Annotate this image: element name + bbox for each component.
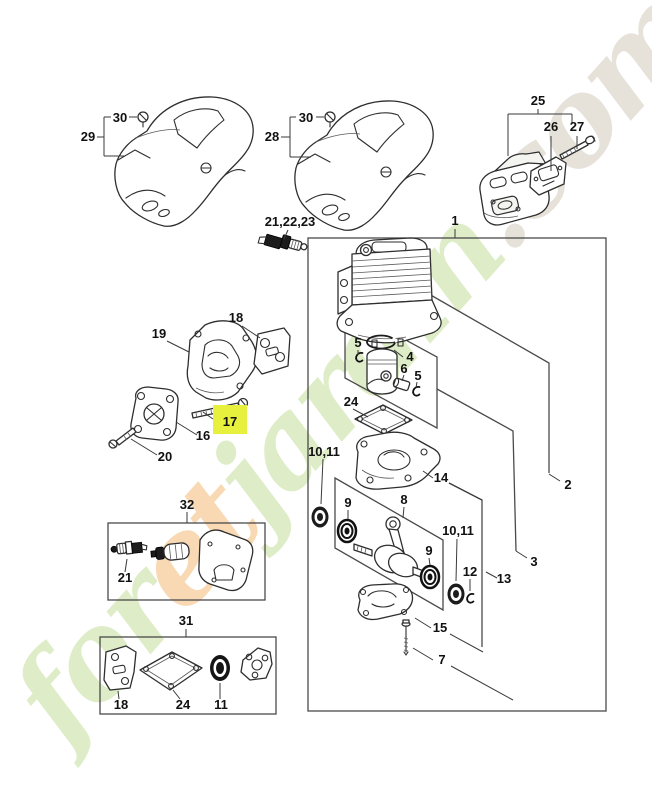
callout-18-upper[interactable]: 18 bbox=[229, 310, 243, 325]
highlight-17[interactable] bbox=[213, 405, 247, 434]
cover-screw-left bbox=[137, 111, 149, 128]
left-cluster-leaders bbox=[130, 325, 261, 456]
callout-15[interactable]: 15 bbox=[433, 620, 447, 635]
callout-10-11-left[interactable]: 10,11 bbox=[308, 444, 340, 459]
leader-21-22-23 bbox=[283, 229, 289, 240]
engine-cover-left bbox=[114, 96, 254, 227]
callout-18-box[interactable]: 18 bbox=[114, 697, 128, 712]
leader-21-box bbox=[124, 558, 128, 573]
callout-21-box[interactable]: 21 bbox=[118, 570, 132, 585]
callout-26[interactable]: 26 bbox=[544, 119, 558, 134]
gasket-18-upper bbox=[253, 327, 291, 375]
callout-29[interactable]: 29 bbox=[81, 129, 95, 144]
callout-9-left[interactable]: 9 bbox=[344, 495, 351, 510]
heat-shield-19 bbox=[186, 320, 258, 401]
callout-4[interactable]: 4 bbox=[406, 349, 414, 364]
bracket-28-lines bbox=[281, 116, 324, 158]
callout-3[interactable]: 3 bbox=[530, 554, 537, 569]
callout-2[interactable]: 2 bbox=[564, 477, 571, 492]
wrist-pin-6 bbox=[392, 377, 411, 392]
screw-20 bbox=[108, 427, 137, 449]
cover-screw-right bbox=[324, 111, 336, 128]
bearing-9-left bbox=[336, 518, 358, 544]
callout-9-right[interactable]: 9 bbox=[425, 543, 432, 558]
callout-6[interactable]: 6 bbox=[400, 361, 407, 376]
gasket-set-18 bbox=[103, 645, 137, 691]
callout-8[interactable]: 8 bbox=[400, 492, 407, 507]
callout-11-box[interactable]: 11 bbox=[214, 697, 228, 712]
screw-7 bbox=[401, 619, 411, 656]
oil-seal-10-11-right bbox=[447, 583, 465, 605]
gasket-set-box bbox=[99, 636, 277, 715]
fuel-filter bbox=[150, 542, 190, 561]
callout-16[interactable]: 16 bbox=[196, 428, 210, 443]
callout-1[interactable]: 1 bbox=[451, 213, 458, 228]
callout-14[interactable]: 14 bbox=[434, 470, 449, 485]
retaining-clip-12 bbox=[466, 593, 475, 604]
callout-17[interactable]: 17 bbox=[223, 414, 237, 429]
callout-25[interactable]: 25 bbox=[531, 93, 545, 108]
callout-13[interactable]: 13 bbox=[497, 571, 511, 586]
callout-31[interactable]: 31 bbox=[179, 613, 193, 628]
callout-10-11-right[interactable]: 10,11 bbox=[442, 523, 474, 538]
callout-12[interactable]: 12 bbox=[463, 564, 477, 579]
callout-7[interactable]: 7 bbox=[438, 652, 445, 667]
callout-24-box[interactable]: 24 bbox=[176, 697, 191, 712]
callout-32[interactable]: 32 bbox=[180, 497, 194, 512]
spacer-16 bbox=[130, 386, 179, 441]
engine-assembly-box bbox=[307, 237, 607, 712]
box31-leaders bbox=[117, 683, 221, 700]
crankcase-upper-14 bbox=[355, 431, 441, 490]
cylinder-assembly bbox=[336, 237, 442, 348]
callout-24-piston[interactable]: 24 bbox=[344, 394, 359, 409]
callout-30-left[interactable]: 30 bbox=[113, 110, 127, 125]
piston-kit-leaders bbox=[352, 349, 418, 418]
oil-seal-10-11-left bbox=[311, 506, 329, 528]
kit-spark-plug-21 bbox=[110, 540, 148, 555]
gasket-set-oil-seal-11 bbox=[210, 655, 230, 681]
bracket-29-lines bbox=[97, 116, 137, 157]
callout-5-left[interactable]: 5 bbox=[354, 335, 361, 350]
callout-28[interactable]: 28 bbox=[265, 129, 279, 144]
flange-gasket bbox=[240, 647, 273, 681]
callout-30-right[interactable]: 30 bbox=[299, 110, 313, 125]
crank-area-leaders bbox=[320, 458, 561, 701]
cylinder-gasket-24 bbox=[354, 404, 413, 435]
piston bbox=[366, 348, 398, 395]
bracket-25-lines bbox=[507, 109, 578, 171]
callout-20[interactable]: 20 bbox=[158, 449, 172, 464]
gasket-set-24 bbox=[139, 651, 203, 691]
kit-cover-panel bbox=[198, 529, 254, 592]
bearing-9-right bbox=[419, 564, 441, 590]
callout-19[interactable]: 19 bbox=[152, 326, 166, 341]
callout-5-right[interactable]: 5 bbox=[414, 368, 421, 383]
callout-21-22-23[interactable]: 21,22,23 bbox=[265, 214, 316, 229]
callout-27[interactable]: 27 bbox=[570, 119, 584, 134]
spark-plug-assembly bbox=[257, 233, 308, 251]
muffler-plate bbox=[529, 156, 567, 196]
crankcase-lower-15 bbox=[357, 583, 414, 621]
